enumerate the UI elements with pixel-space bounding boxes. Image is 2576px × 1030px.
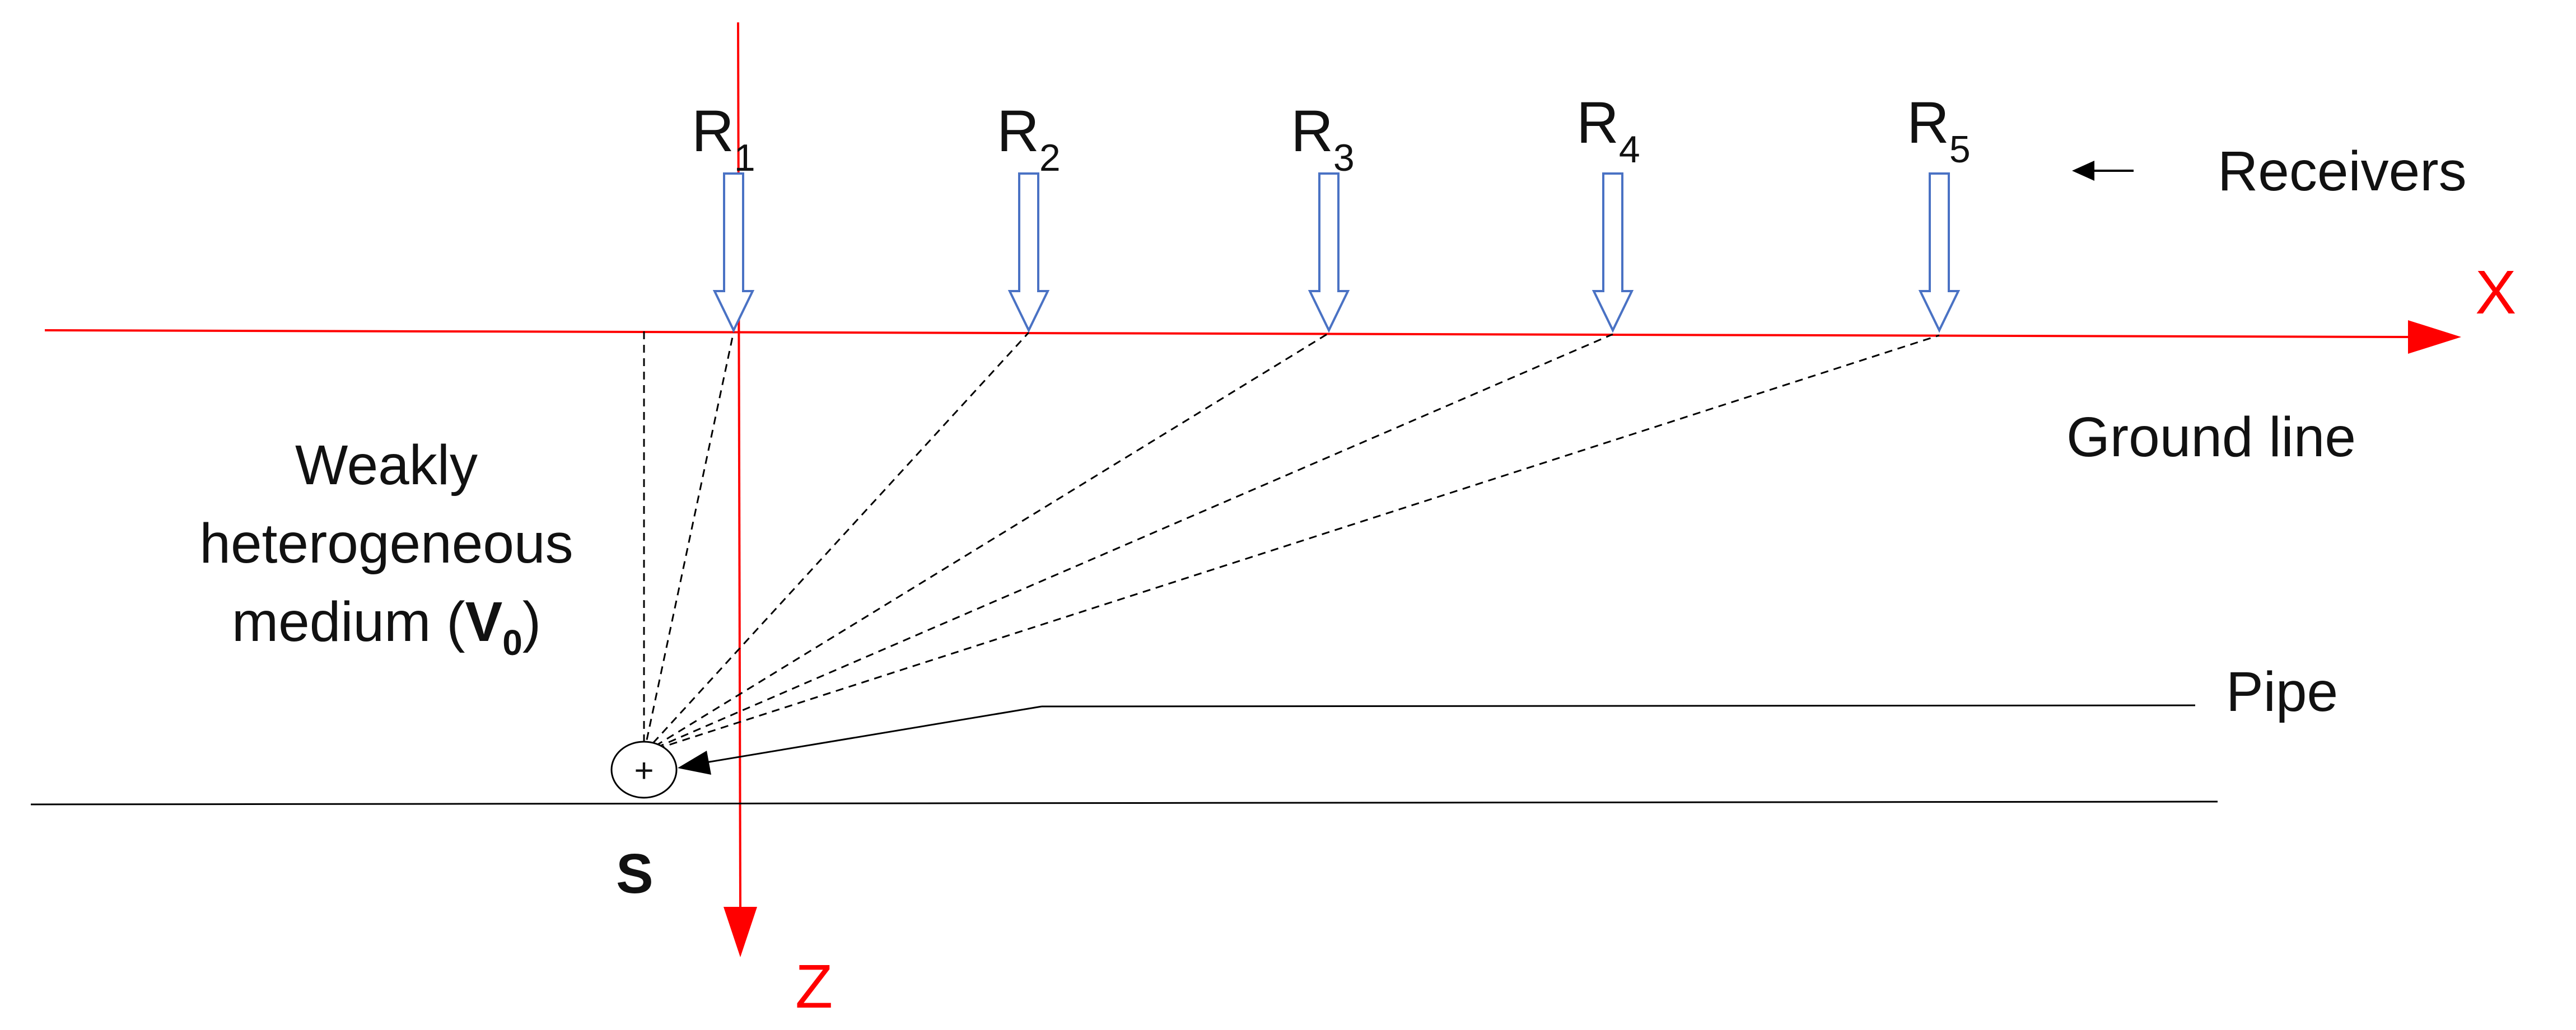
ray-path-r4 — [643, 333, 1613, 754]
z-axis-label: Z — [795, 952, 833, 1021]
medium-label-line2: heterogeneous — [199, 512, 573, 575]
x-axis-label: X — [2475, 258, 2516, 327]
lower-boundary-line — [30, 800, 2218, 806]
receiver-arrow-r5 — [1918, 172, 1961, 333]
ground-line-label: Ground line — [2066, 406, 2356, 469]
receiver-arrow-r1 — [712, 172, 755, 333]
pipe-callout: Pipe — [678, 661, 2338, 775]
z-axis: Z — [724, 22, 833, 1021]
receiver-label-r1: R1 — [692, 99, 755, 179]
receivers-callout-label: Receivers — [2218, 140, 2467, 203]
receivers-callout: Receivers — [2072, 140, 2467, 203]
receiver-label-r3: R3 — [1291, 99, 1355, 179]
ray-path-r1 — [643, 331, 735, 753]
receiver-arrow-r2 — [1007, 172, 1050, 333]
medium-label: Weakly heterogeneous medium (V0) — [199, 434, 573, 663]
ray-path-r3 — [643, 332, 1329, 754]
receiver-label-r2: R2 — [997, 99, 1061, 179]
pipe-callout-label: Pipe — [2226, 661, 2338, 723]
medium-label-line3: medium (V0) — [232, 591, 541, 663]
pipe-callout-arrowhead — [678, 751, 711, 775]
receiver-arrows — [712, 172, 1961, 333]
source-pipe: + — [610, 741, 678, 799]
source-label: S — [616, 842, 654, 905]
x-axis-arrowhead — [2408, 320, 2461, 354]
pipe-circle — [610, 741, 678, 799]
ray-path-r2 — [643, 331, 1030, 754]
receiver-arrow-r4 — [1592, 172, 1634, 333]
receiver-label-r5: R5 — [1907, 90, 1971, 171]
x-axis: X — [44, 258, 2516, 354]
receiver-labels: R1 R2 R3 R4 R5 — [692, 90, 1971, 179]
ray-paths — [643, 331, 1940, 754]
receivers-callout-arrowhead — [2072, 161, 2094, 181]
source-marker: + — [634, 752, 654, 789]
medium-label-line1: Weakly — [295, 434, 478, 497]
ray-path-r5 — [643, 334, 1940, 754]
receiver-label-r4: R4 — [1576, 90, 1640, 171]
receiver-arrow-r3 — [1308, 172, 1350, 333]
z-axis-arrowhead — [724, 907, 757, 957]
